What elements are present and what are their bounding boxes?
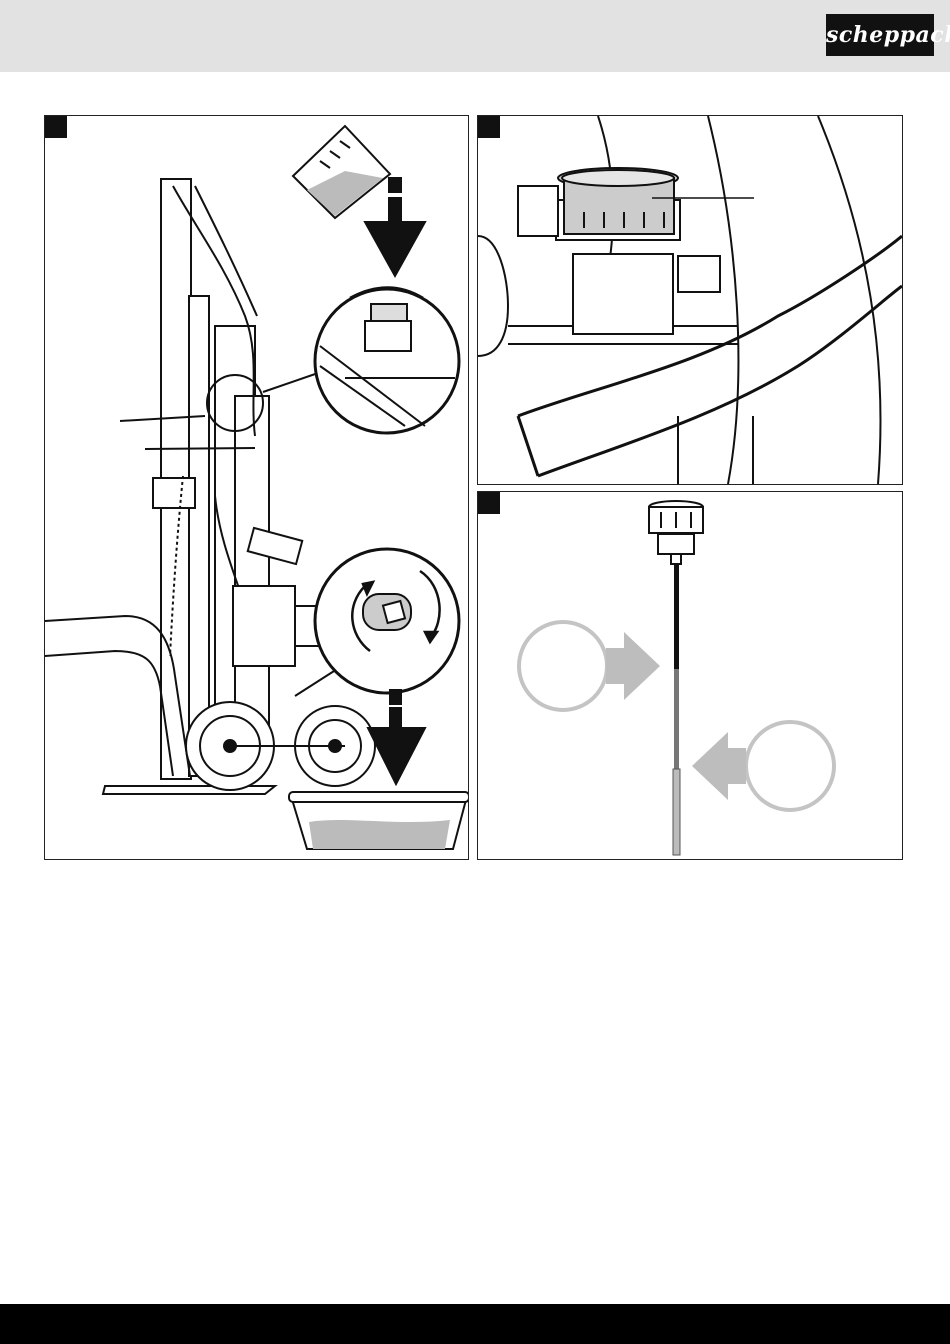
- left-arrow-icon: [692, 722, 834, 810]
- dipstick-icon: [649, 501, 703, 855]
- figure-panel-bottom-right: [477, 491, 903, 860]
- detail-circle-lower: [315, 549, 459, 693]
- down-arrow-icon: [365, 178, 425, 276]
- scheppach-logo: scheppach: [826, 14, 934, 56]
- measuring-cup-icon: [293, 126, 390, 218]
- right-arrow-icon: [519, 622, 660, 710]
- detail-circle-upper: [315, 288, 459, 434]
- header-bar: scheppach: [0, 0, 950, 72]
- log-splitter-illustration: [45, 116, 468, 859]
- down-arrow-icon: [368, 690, 425, 784]
- dipstick-illustration: [478, 492, 902, 859]
- filler-cap-illustration: [478, 116, 902, 484]
- figure-panel-left: [44, 115, 469, 860]
- figure-panel-top-right: [477, 115, 903, 485]
- oil-tray-icon: [289, 792, 468, 849]
- footer-bar: [0, 1304, 950, 1344]
